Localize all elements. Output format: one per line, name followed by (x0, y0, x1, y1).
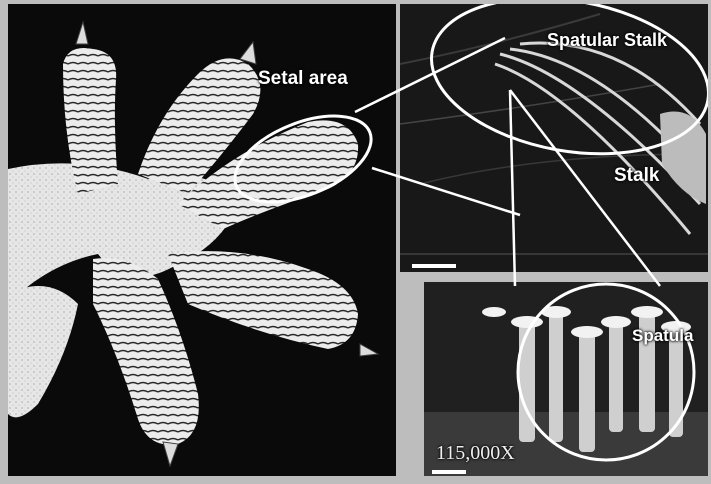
spatula-label: Spatula (632, 326, 693, 346)
stalk-label: Stalk (614, 165, 659, 187)
toe-6 (8, 286, 78, 417)
magnification-label: 115,000X (436, 442, 515, 465)
setal-area-label: Setal area (258, 68, 348, 90)
toe-4 (168, 251, 358, 349)
spatula-scale-bar (432, 470, 466, 474)
stalk-scale-bar (412, 264, 456, 268)
spatular-stalk-label: Spatular Stalk (547, 30, 667, 51)
